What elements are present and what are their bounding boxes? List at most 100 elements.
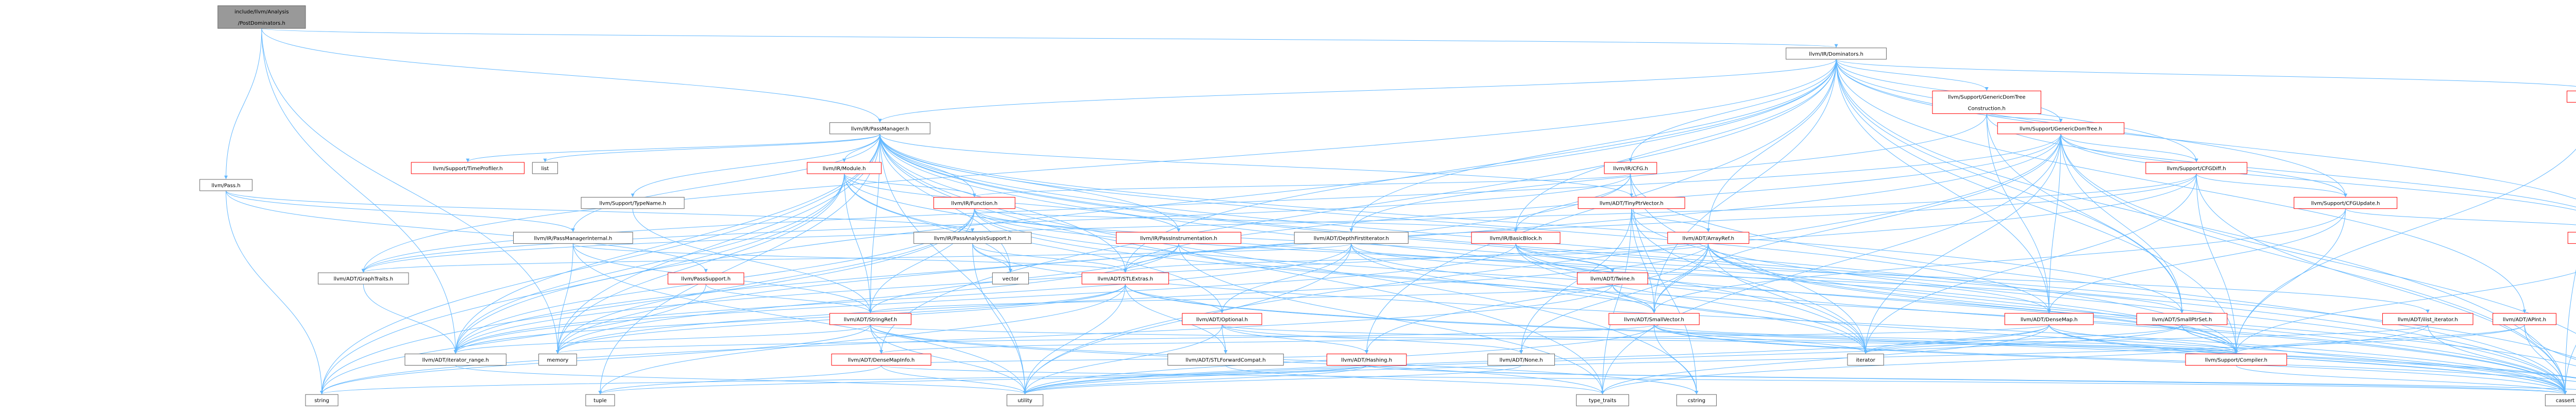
node-iterrange[interactable]: llvm/ADT/iterator_range.h: [404, 353, 506, 366]
edge-optional-to-stlforward: [1222, 324, 1228, 354]
node-graphtraits[interactable]: llvm/ADT/GraphTraits.h: [318, 272, 409, 285]
node-box: [829, 122, 930, 135]
edge-densemap-to-typetraits: [1601, 324, 2049, 394]
node-box: [2566, 90, 2576, 103]
node-box: [1847, 353, 1884, 366]
node-iterator[interactable]: iterator: [1847, 353, 1884, 366]
edge-cfgupdate-to-ptrintpair: [2345, 208, 2576, 225]
node-timeprofiler[interactable]: llvm/Support/TimeProfiler.h: [411, 162, 525, 174]
edge-hashing-to-string: [320, 365, 1367, 394]
node-module[interactable]: llvm/IR/Module.h: [807, 162, 882, 174]
node-label: list: [541, 166, 549, 172]
edge-passmanager-to-tuple: [598, 134, 880, 394]
edge-pass-to-string: [226, 191, 324, 394]
node-cassert[interactable]: cassert: [2545, 394, 2576, 406]
edge-module-to-stringref: [844, 173, 872, 313]
node-passmanager[interactable]: llvm/IR/PassManager.h: [829, 122, 930, 135]
node-label: llvm/IR/PassAnalysisSupport.h: [934, 236, 1011, 241]
node-box: [1576, 394, 1629, 406]
edge-pass-to-passsupport: [226, 191, 708, 273]
node-gendomtree[interactable]: llvm/Support/GenericDomTree.h: [1997, 122, 2125, 135]
node-function[interactable]: llvm/IR/Function.h: [933, 197, 1015, 209]
node-box: [1997, 122, 2125, 135]
node-densemapinfo[interactable]: llvm/ADT/DenseMapInfo.h: [831, 353, 931, 366]
node-utility[interactable]: utility: [1006, 394, 1044, 406]
node-label: include/llvm/Analysis: [234, 9, 289, 15]
node-label: llvm/Support/TimeProfiler.h: [433, 166, 503, 172]
node-box: [513, 231, 633, 244]
node-label: llvm/IR/PassManager.h: [851, 126, 909, 132]
edge-pasupport-to-vector: [972, 243, 1012, 273]
node-label: Construction.h: [1968, 106, 2006, 111]
node-iruse[interactable]: llvm/IR/Use.h: [2566, 90, 2576, 103]
node-pmi[interactable]: llvm/IR/PassManagerInternal.h: [513, 231, 633, 244]
node-tuple[interactable]: tuple: [585, 394, 615, 406]
node-pasupport[interactable]: llvm/IR/PassAnalysisSupport.h: [913, 231, 1032, 244]
edge-densemap-to-algorithm: [2048, 324, 2576, 378]
node-stlforward[interactable]: llvm/ADT/STLForwardCompat.h: [1167, 353, 1284, 366]
edge-passinstr-to-memory: [556, 243, 1179, 354]
node-ptrintpair[interactable]: llvm/ADT/PointerIntPair.h: [2567, 231, 2576, 244]
edge-tinyptrvector-to-arrayref: [1631, 208, 1710, 233]
node-pass[interactable]: llvm/Pass.h: [199, 179, 252, 191]
node-typetraits[interactable]: type_traits: [1576, 394, 1629, 406]
node-label: llvm/Pass.h: [211, 183, 240, 189]
node-list[interactable]: list: [532, 162, 558, 174]
node-stlextras[interactable]: llvm/ADT/STLExtras.h: [1081, 272, 1169, 285]
edge-pasupport-to-stlextras: [972, 243, 1127, 273]
node-cfgupdate[interactable]: llvm/Support/CFGUpdate.h: [2294, 197, 2398, 209]
edge-passmanager-to-list: [543, 134, 880, 162]
node-passsupport[interactable]: llvm/PassSupport.h: [667, 272, 744, 285]
edge-densemap-to-cassert: [2048, 324, 2567, 394]
node-box: [1604, 162, 1657, 174]
edge-twine-to-smallvector: [1612, 284, 1656, 313]
node-none[interactable]: llvm/ADT/None.h: [1487, 353, 1555, 366]
node-smallvector[interactable]: llvm/ADT/SmallVector.h: [1608, 313, 1700, 325]
edge-passmanager-to-algorithm: [879, 134, 2576, 358]
node-label: cstring: [1688, 398, 1705, 404]
node-memory[interactable]: memory: [538, 353, 577, 366]
node-densemap[interactable]: llvm/ADT/DenseMap.h: [2004, 313, 2094, 325]
edge-passmanager-to-cassert: [879, 134, 2567, 394]
node-dominators[interactable]: llvm/IR/Dominators.h: [1786, 47, 1887, 60]
node-cstring[interactable]: cstring: [1676, 394, 1717, 406]
node-tinyptrvector[interactable]: llvm/ADT/TinyPtrVector.h: [1578, 197, 1685, 209]
root-node[interactable]: include/llvm/Analysis/PostDominators.h: [217, 5, 306, 29]
node-box: [807, 162, 882, 174]
node-label: type_traits: [1589, 398, 1616, 404]
node-compiler[interactable]: llvm/Support/Compiler.h: [2185, 353, 2287, 366]
edge-cfgupdate-to-densemap: [2047, 208, 2346, 313]
node-hashing[interactable]: llvm/ADT/Hashing.h: [1326, 353, 1407, 366]
node-passinstr[interactable]: llvm/IR/PassInstrumentation.h: [1116, 231, 1242, 244]
node-string[interactable]: string: [305, 394, 338, 406]
node-basicblock[interactable]: llvm/IR/BasicBlock.h: [1471, 231, 1561, 244]
node-cfgdiff[interactable]: llvm/Support/CFGDiff.h: [2145, 162, 2247, 174]
node-arrayref[interactable]: llvm/ADT/ArrayRef.h: [1667, 231, 1750, 244]
node-typename[interactable]: llvm/Support/TypeName.h: [581, 197, 685, 209]
edge-dominators-to-smallvector: [1652, 59, 1837, 313]
edge-cfg-to-cassert: [1630, 173, 2567, 394]
node-apint[interactable]: llvm/ADT/APInt.h: [2493, 313, 2556, 325]
node-smallptrset[interactable]: llvm/ADT/SmallPtrSet.h: [2136, 313, 2228, 325]
edge-smallvector-to-iterator: [1654, 324, 1868, 354]
node-stringref[interactable]: llvm/ADT/StringRef.h: [829, 313, 911, 325]
node-label: llvm/Support/CFGUpdate.h: [2311, 201, 2380, 207]
edge-dominators-to-compiler: [1836, 59, 2238, 354]
node-label: llvm/Support/GenericDomTree.h: [2020, 126, 2102, 132]
edge-pmi-to-stlextras: [572, 243, 1127, 273]
node-ilistiterator[interactable]: llvm/ADT/ilist_iterator.h: [2382, 313, 2473, 325]
edge-passmanager-to-cstring: [879, 134, 1699, 394]
edge-dtconstruction-to-densemap: [1986, 113, 2051, 313]
edge-dominators-to-arrayref: [1706, 59, 1837, 233]
node-dtconstruction[interactable]: llvm/Support/GenericDomTreeConstruction.…: [1932, 90, 2041, 114]
node-cfg[interactable]: llvm/IR/CFG.h: [1604, 162, 1657, 174]
node-label: string: [314, 398, 329, 404]
node-optional[interactable]: llvm/ADT/Optional.h: [1182, 313, 1262, 325]
node-dfiterator[interactable]: llvm/ADT/DepthFirstIterator.h: [1294, 231, 1409, 244]
node-box: [1326, 353, 1407, 366]
node-label: llvm/ADT/DenseMap.h: [2021, 317, 2078, 323]
node-vector[interactable]: vector: [992, 272, 1029, 285]
node-twine[interactable]: llvm/ADT/Twine.h: [1577, 272, 1648, 285]
node-label: llvm/IR/BasicBlock.h: [1490, 236, 1542, 241]
